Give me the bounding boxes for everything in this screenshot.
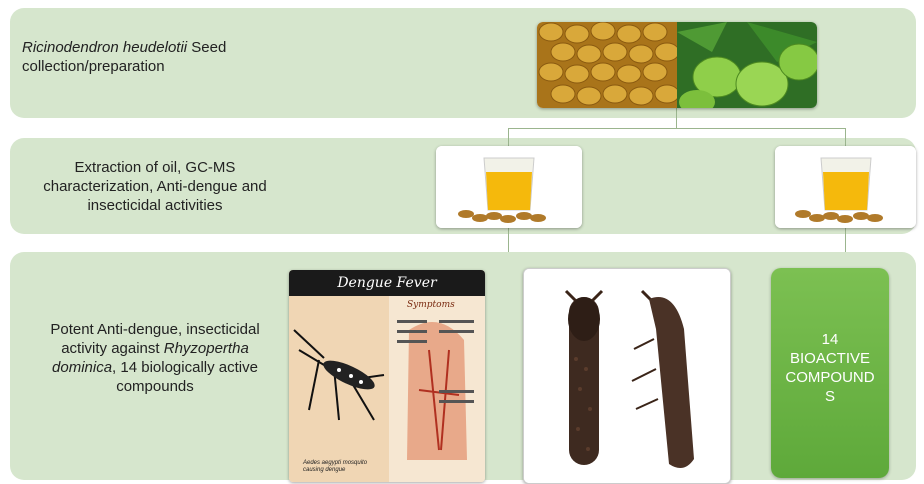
rhyzopertha-beetle-image xyxy=(523,268,731,484)
connector-line xyxy=(508,228,509,252)
compounds-line: S xyxy=(771,387,889,406)
connector-line xyxy=(508,128,509,146)
step-2-label: Extraction of oil, GC-MS characterizatio… xyxy=(30,158,280,215)
oil-glass-image xyxy=(775,146,916,228)
seeds-and-fruit-image xyxy=(537,22,817,108)
dengue-fever-poster: Dengue Fever Symptoms Aedes aegypti mosq… xyxy=(289,270,485,482)
step-1-label: Ricinodendron heudelotii Seed collection… xyxy=(22,38,272,76)
connector-line xyxy=(845,228,846,252)
compounds-line: COMPOUND xyxy=(771,368,889,387)
bioactive-compounds-box: 14 BIOACTIVE COMPOUND S xyxy=(771,268,889,478)
connector-line xyxy=(508,128,845,129)
compounds-line: BIOACTIVE xyxy=(771,349,889,368)
poster-caption: Aedes aegypti mosquito causing dengue xyxy=(303,460,383,474)
poster-subtitle: Symptoms xyxy=(407,300,455,310)
oil-glass-image xyxy=(436,146,582,228)
connector-line xyxy=(676,108,677,128)
connector-line xyxy=(845,128,846,146)
compounds-line: 14 xyxy=(771,330,889,349)
step-3-label: Potent Anti-dengue, insecticidal activit… xyxy=(30,320,280,396)
poster-title: Dengue Fever xyxy=(289,270,485,296)
